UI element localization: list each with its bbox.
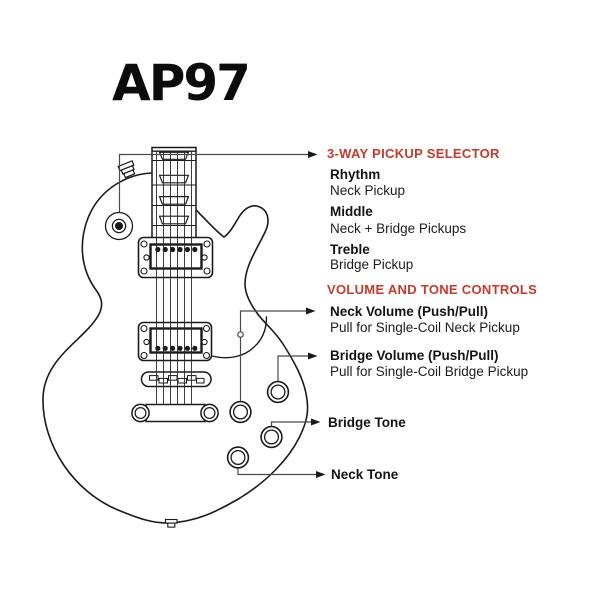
callout-lines xyxy=(118,151,326,478)
bridge-volume-knob xyxy=(266,380,290,404)
fretboard xyxy=(151,146,197,242)
neck-pickup xyxy=(137,236,214,279)
bridge-pickup xyxy=(137,321,213,362)
neck-volume-label: Neck Volume (Push/Pull) xyxy=(330,303,489,319)
arrowhead xyxy=(316,471,326,478)
stopbar-tailpiece xyxy=(131,403,219,423)
selector-callout-line xyxy=(118,151,318,212)
selector-position-desc: Neck Pickup xyxy=(330,182,406,198)
frets xyxy=(152,159,196,227)
neck-volume-knob xyxy=(229,400,252,424)
selector-position-label: Rhythm xyxy=(330,167,381,182)
bridge-pickup-ring-screws xyxy=(140,324,211,360)
arrowhead xyxy=(308,151,318,158)
neck-tone-knob xyxy=(226,446,250,469)
tune-o-matic-bridge xyxy=(140,371,212,388)
selector-position-label: Middle xyxy=(330,204,373,219)
bridge-tone-label: Bridge Tone xyxy=(328,414,406,430)
pickup-selector-switch xyxy=(104,160,136,241)
arrowhead xyxy=(306,307,316,315)
callout-dot xyxy=(237,331,244,338)
bridge-tone-callout-line xyxy=(270,418,321,427)
bridge-volume-label: Bridge Volume (Push/Pull) xyxy=(330,347,499,363)
neck-pickup-ring-screws xyxy=(140,240,211,275)
page-title: AP97 xyxy=(112,54,251,112)
tailpiece-studs xyxy=(131,403,219,423)
bridge-volume-desc: Pull for Single-Coil Bridge Pickup xyxy=(330,363,529,379)
arrowhead xyxy=(311,418,321,426)
neck-volume-desc: Pull for Single-Coil Neck Pickup xyxy=(330,319,520,335)
controls-section-header: VOLUME AND TONE CONTROLS xyxy=(327,282,538,297)
end-pin xyxy=(164,518,178,528)
neck-tone-label: Neck Tone xyxy=(331,467,399,482)
bridge-tone-knob xyxy=(260,425,283,449)
selector-position-desc: Bridge Pickup xyxy=(330,256,414,272)
strings xyxy=(156,151,192,405)
arrowhead xyxy=(308,352,318,360)
bridge-volume-callout-line xyxy=(277,352,318,382)
selector-lever xyxy=(117,160,136,179)
selector-position-label: Treble xyxy=(330,242,370,257)
selector-position-desc: Neck + Bridge Pickups xyxy=(330,220,467,236)
selector-section-header: 3-WAY PICKUP SELECTOR xyxy=(327,146,500,161)
neck-volume-callout-line xyxy=(237,307,316,402)
trapezoid-inlays xyxy=(158,151,190,225)
neck-tone-callout-line xyxy=(237,468,326,478)
cutaway-wall-line xyxy=(211,316,268,359)
